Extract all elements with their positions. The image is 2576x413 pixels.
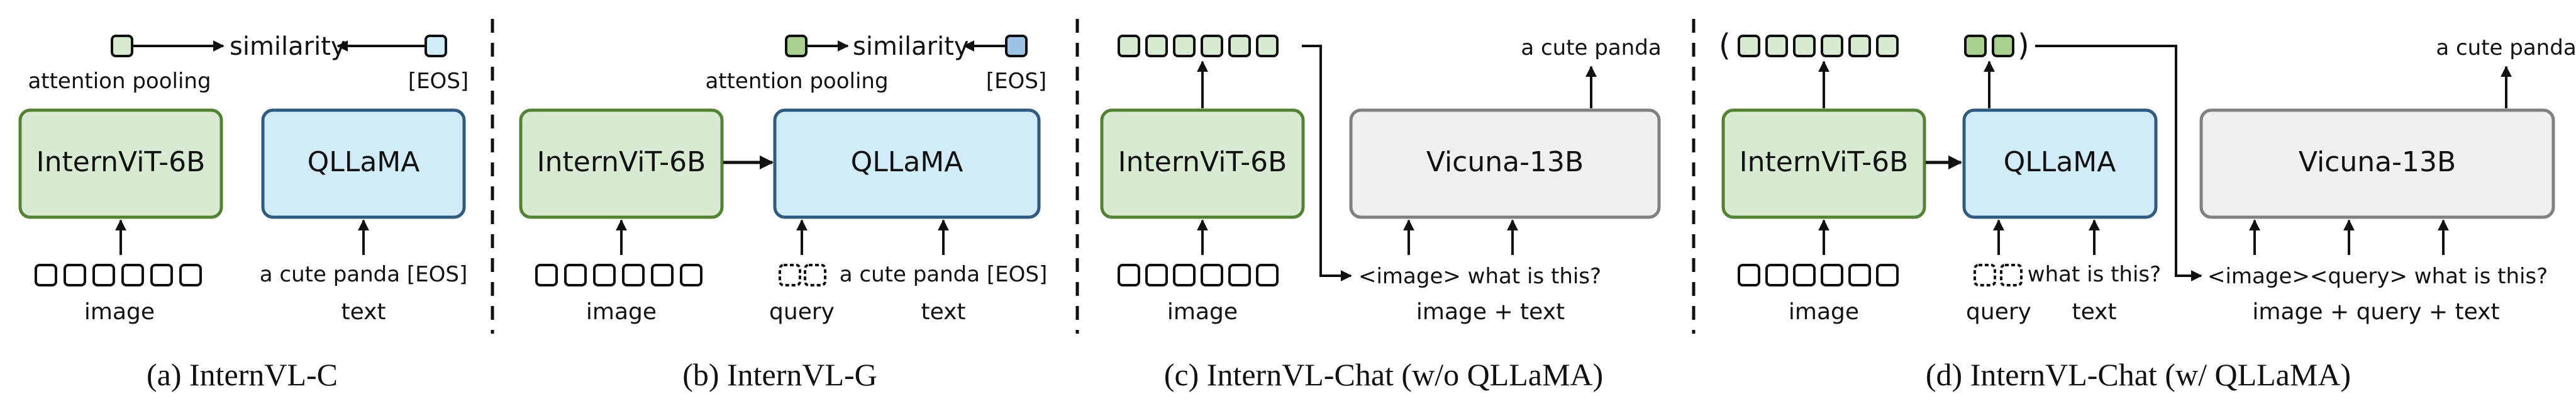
vicuna-box [1349,108,1661,219]
internvit-label: InternViT-6B [36,146,206,178]
token-blue [1005,35,1028,57]
image-tokens [35,264,202,286]
vicuna-label: Vicuna-13B [1426,146,1584,178]
qllama-box [1962,108,2158,219]
connector-arrow [1302,45,1352,281]
caption: (d) InternVL-Chat (w/ QLLaMA) [1926,357,2351,392]
output-text: a cute panda [2436,35,2576,60]
internvit-box [1721,108,1926,219]
output-text: a cute panda [1521,35,1661,60]
query-label: query [1966,299,2031,325]
internvit-box [519,108,724,219]
pooling-label: attention pooling [705,69,888,94]
qllama-label: QLLaMA [2004,146,2116,178]
text-input: a cute panda [EOS] [840,262,1048,287]
visual-tokens [1738,35,1899,57]
connector-arrow [2035,45,2202,281]
eos-label: [EOS] [408,69,469,94]
token-green [111,35,133,57]
bracket-open: ( [1719,28,1731,63]
visual-tokens [1118,35,1279,57]
similarity-label: similarity [853,32,969,61]
panel-a: similarity attention pooling [EOS] Inter… [18,32,469,392]
eos-label: [EOS] [986,69,1046,94]
qllama-label: QLLaMA [308,146,420,178]
query-label: query [769,299,835,325]
text-label: text [2072,299,2116,325]
image-tokens [535,264,702,286]
query-tokens [779,264,826,286]
combined-label: image + text [1416,299,1565,325]
vicuna-box [2199,108,2555,219]
internvit-box [18,108,223,219]
image-label: image [1789,299,1859,325]
token-blue [425,35,447,57]
internvit-box [1100,108,1305,219]
vicuna-label: Vicuna-13B [2299,146,2456,178]
image-label: image [84,299,155,325]
image-label: image [1167,299,1238,325]
qllama-box [773,108,1041,219]
similarity-label: similarity [230,32,346,61]
caption: (b) InternVL-G [682,357,877,392]
panel-b: similarity attention pooling [EOS] Inter… [519,32,1048,392]
caption: (c) InternVL-Chat (w/o QLLaMA) [1164,357,1603,392]
text-label: text [341,299,386,325]
image-label: image [586,299,657,325]
image-tokens [1738,264,1899,286]
internvit-label: InternViT-6B [537,146,706,178]
query-tokens [1974,264,2023,286]
prompt-text: <image> what is this? [1358,264,1601,289]
internvit-label: InternViT-6B [1740,146,1909,178]
caption: (a) InternVL-C [147,357,338,392]
query-output-tokens [1964,35,2014,57]
text-input: a cute panda [EOS] [260,262,468,287]
panel-c: a cute panda InternViT-6B Vicuna-13B <im… [1100,35,1662,392]
combined-label: image + query + text [2252,299,2499,325]
bracket-close: ) [2018,28,2029,63]
prompt-text: <image><query> what is this? [2207,264,2548,289]
query-text: what is this? [2028,262,2161,287]
panel-d: ( ) a cute panda InternViT-6B QLLaMA Vic… [1719,28,2576,392]
token-green [785,35,808,57]
text-label: text [921,299,965,325]
image-tokens [1118,264,1279,286]
qllama-box [261,108,466,219]
qllama-label: QLLaMA [851,146,963,178]
pooling-label: attention pooling [28,69,211,94]
internvit-label: InternViT-6B [1118,146,1287,178]
